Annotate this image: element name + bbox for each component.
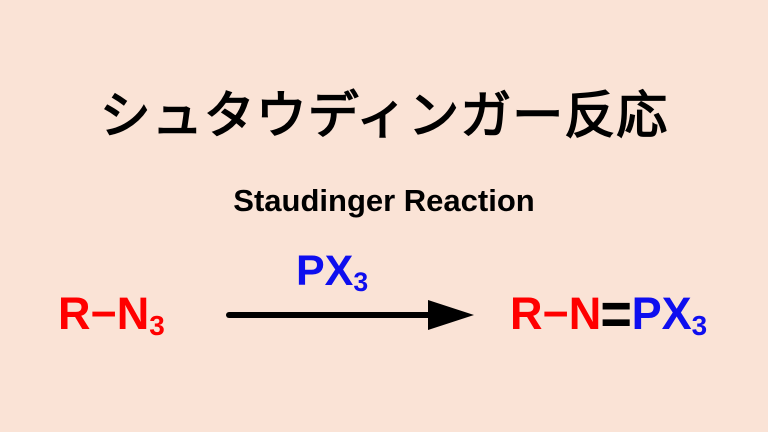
title-english: Staudinger Reaction xyxy=(233,183,535,218)
reaction-arrow xyxy=(226,300,474,330)
product-left: R−N xyxy=(510,288,602,339)
reagent-main: PX xyxy=(296,247,354,295)
reactant-formula: R−N3 xyxy=(58,291,165,340)
reactant-main: R−N xyxy=(58,288,150,339)
reagent-subscript: 3 xyxy=(353,266,369,297)
double-bond: = xyxy=(600,279,633,348)
arrow-line xyxy=(226,312,438,318)
reactant-subscript: 3 xyxy=(149,310,165,342)
product-right: PX xyxy=(631,288,692,339)
product-subscript: 3 xyxy=(691,310,708,342)
product-formula: R−N=PX3 xyxy=(510,283,708,344)
title-japanese: シュタウディンガー反応 xyxy=(99,87,669,144)
arrow-head-icon xyxy=(428,300,474,330)
reagent-label: PX3 xyxy=(296,250,368,296)
